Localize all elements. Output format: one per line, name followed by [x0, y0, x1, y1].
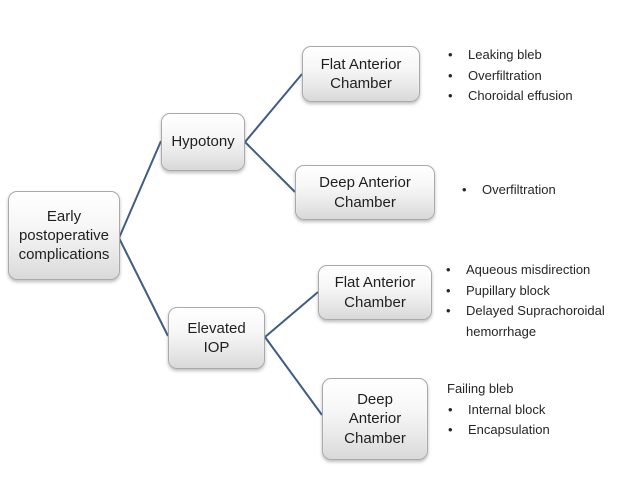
list-item: • Choroidal effusion	[446, 86, 626, 107]
node-deep-anterior-chamber-elevated: Deep Anterior Chamber	[322, 378, 428, 460]
list-item-text: Encapsulation	[468, 422, 550, 437]
list-item: • Overfiltration	[460, 180, 630, 201]
annotation-list-elevated-flat: • Aqueous misdirection • Pupillary block…	[444, 260, 630, 342]
node-label: Elevated IOP	[187, 319, 246, 356]
list-item-text: Choroidal effusion	[468, 88, 573, 103]
node-hypotony: Hypotony	[161, 113, 245, 171]
list-item-text: Overfiltration	[482, 182, 556, 197]
connector-hypotony-deep	[244, 141, 296, 193]
list-item: • Overfiltration	[446, 66, 626, 87]
node-elevated-iop: Elevated IOP	[168, 307, 265, 369]
bullet-icon: •	[462, 182, 467, 197]
list-item: • Encapsulation	[446, 420, 626, 441]
node-deep-anterior-chamber-hypotony: Deep Anterior Chamber	[295, 165, 435, 220]
connector-elevated-deep	[264, 336, 323, 416]
list-item-text: Leaking bleb	[468, 47, 542, 62]
node-flat-anterior-chamber-elevated: Flat Anterior Chamber	[318, 265, 432, 320]
node-label: Hypotony	[171, 133, 235, 151]
node-label: Flat Anterior Chamber	[320, 55, 402, 92]
bullet-icon: •	[446, 303, 451, 318]
bullet-icon: •	[446, 262, 451, 277]
list-item-text: Delayed Suprachoroidal hemorrhage	[466, 303, 605, 339]
list-item: • Internal block	[446, 400, 626, 421]
bullet-icon: •	[448, 422, 453, 437]
bullet-icon: •	[448, 401, 453, 417]
annotation-list-hypotony-flat: • Leaking bleb • Overfiltration • Choroi…	[446, 45, 626, 107]
bullet-icon: •	[448, 47, 453, 62]
bullet-icon: •	[448, 88, 453, 103]
connector-root-elevated-iop	[118, 237, 169, 337]
node-flat-anterior-chamber-hypotony: Flat Anterior Chamber	[302, 46, 420, 102]
connector-hypotony-flat	[244, 73, 303, 143]
list-item-text: Overfiltration	[468, 67, 542, 83]
list-item: • Leaking bleb	[446, 45, 626, 66]
list-item: • Delayed Suprachoroidal hemorrhage	[444, 301, 630, 342]
annotation-heading: Failing bleb	[447, 381, 514, 396]
bullet-icon: •	[448, 67, 453, 83]
list-item: • Aqueous misdirection	[444, 260, 630, 281]
node-label: Early postoperative complications	[18, 207, 110, 264]
connector-elevated-flat	[264, 291, 319, 338]
node-label: Deep Anterior Chamber	[344, 391, 406, 447]
node-early-postoperative-complications: Early postoperative complications	[8, 191, 120, 280]
node-label: Flat Anterior Chamber	[334, 274, 416, 311]
annotation-list-elevated-deep: Failing bleb • Internal block • Encapsul…	[446, 379, 626, 441]
connector-root-hypotony	[118, 140, 162, 239]
list-item: • Pupillary block	[444, 281, 630, 302]
annotation-list-hypotony-deep: • Overfiltration	[460, 180, 630, 201]
list-item-text: Pupillary block	[466, 282, 550, 298]
node-label: Deep Anterior Chamber	[319, 174, 411, 211]
bullet-icon: •	[446, 282, 451, 298]
list-item-text: Aqueous misdirection	[466, 262, 591, 277]
list-item-text: Internal block	[468, 401, 546, 417]
